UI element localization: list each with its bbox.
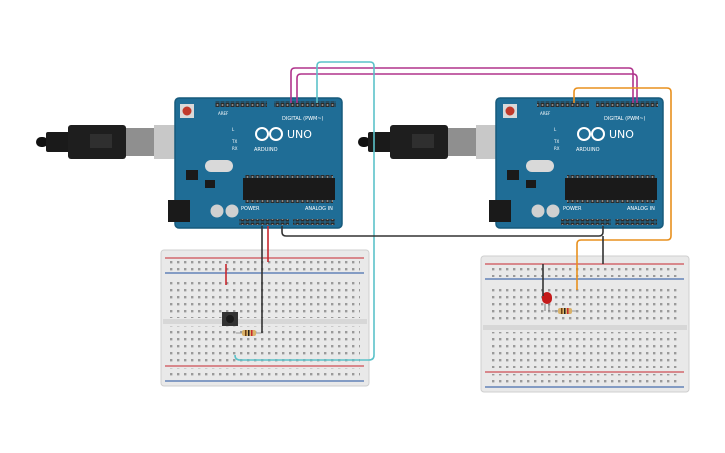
arduino-board-right[interactable]: UNO ARDUINO DIGITAL (PWM~) AREF TX RX L … bbox=[358, 97, 664, 229]
tx-label: TX bbox=[553, 139, 559, 144]
breadboard-left[interactable] bbox=[160, 249, 370, 387]
power-label: POWER bbox=[241, 206, 260, 212]
crystal-icon bbox=[526, 160, 554, 172]
reset-button-icon[interactable] bbox=[503, 104, 517, 118]
board-name: UNO bbox=[287, 128, 312, 141]
arduino-logo bbox=[255, 127, 283, 141]
arduino-logo bbox=[577, 127, 605, 141]
breadboard-right[interactable] bbox=[480, 255, 690, 393]
digital-label: DIGITAL (PWM~) bbox=[282, 116, 324, 122]
aref-label: AREF bbox=[218, 111, 229, 116]
power-label: POWER bbox=[563, 206, 582, 212]
analog-label: ANALOG IN bbox=[627, 206, 655, 212]
chip-icon bbox=[565, 175, 657, 203]
rx-label: RX bbox=[554, 146, 560, 151]
pushbutton-icon[interactable] bbox=[222, 312, 238, 326]
reset-button-icon[interactable] bbox=[180, 104, 194, 118]
board-name: UNO bbox=[609, 128, 634, 141]
board-brand: ARDUINO bbox=[254, 147, 278, 153]
digital-label: DIGITAL (PWM~) bbox=[604, 116, 646, 122]
led-icon bbox=[542, 292, 552, 311]
usb-cable-icon bbox=[36, 125, 184, 159]
l-label: L bbox=[232, 127, 235, 132]
arduino-board-left[interactable]: UNO ARDUINO DIGITAL (PWM~) AREF TX RX L … bbox=[36, 97, 343, 229]
resistor-icon bbox=[552, 308, 578, 314]
resistor-icon bbox=[236, 330, 262, 336]
analog-label: ANALOG IN bbox=[305, 206, 333, 212]
crystal-icon bbox=[205, 160, 233, 172]
chip-icon bbox=[243, 175, 335, 203]
rx-label: RX bbox=[232, 146, 238, 151]
usb-cable-icon bbox=[358, 125, 506, 159]
board-brand: ARDUINO bbox=[576, 147, 600, 153]
l-label: L bbox=[554, 127, 557, 132]
aref-label: AREF bbox=[540, 111, 551, 116]
wires[interactable] bbox=[225, 61, 672, 361]
tx-label: TX bbox=[231, 139, 237, 144]
